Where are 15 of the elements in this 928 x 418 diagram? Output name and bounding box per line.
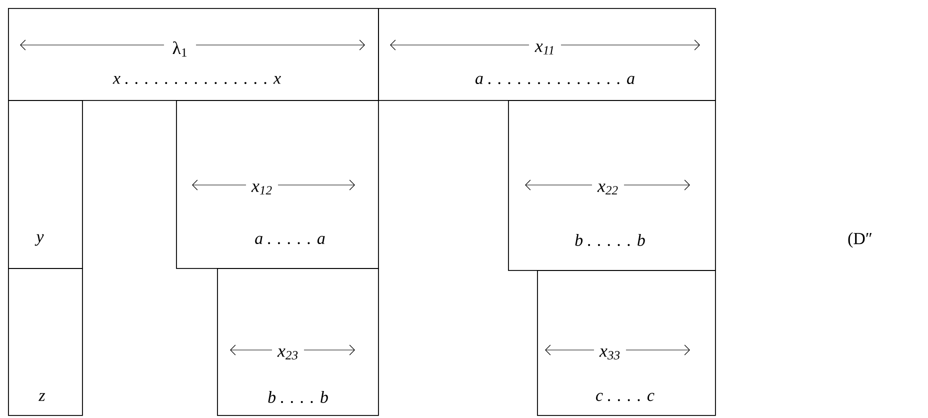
dimension-label: x$_{22}$: [597, 184, 618, 194]
cell-text: z: [38, 393, 46, 401]
dimension-label: x$_{12}$: [251, 184, 272, 194]
cell-text: a . . . . . . . . . . . . . . a: [475, 76, 634, 84]
dimension-label: x$_{11}$: [534, 44, 554, 54]
equation-tag: (D″: [848, 232, 872, 248]
dimension-label: x$_{33}$: [599, 348, 620, 360]
dimension-label: λ$_{1}$: [172, 41, 186, 57]
cell-text: a . . . . . a: [255, 236, 325, 244]
cell-text: b . . . . . b: [575, 234, 645, 246]
cell-text: x . . . . . . . . . . . . . . . x: [112, 76, 281, 84]
dimension-label: x$_{23}$: [277, 348, 298, 360]
cell-text: b . . . . b: [268, 391, 328, 404]
cell-text: c . . . . c: [596, 392, 654, 402]
cell-text: y: [34, 234, 44, 246]
